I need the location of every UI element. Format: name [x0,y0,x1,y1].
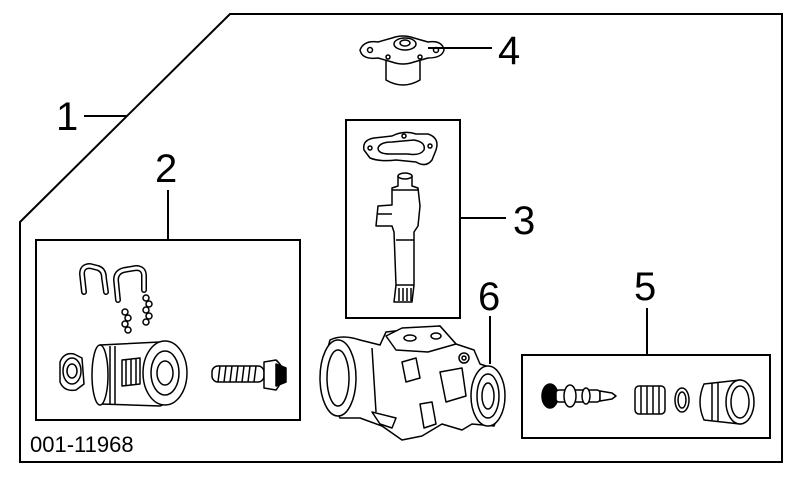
callout-1: 1 [56,95,78,139]
callout-2: 2 [155,147,177,191]
part-2-drawing [59,263,287,407]
diagram-reference-number: 001-11968 [30,432,134,457]
outer-assembly-frame [19,13,783,463]
part-3-drawing [362,131,438,303]
part-6-drawing [319,325,506,441]
part-5-box [521,354,771,439]
callout-6: 6 [478,275,500,319]
callout-5: 5 [634,265,656,309]
callout-4: 4 [498,29,520,73]
part-2-box [35,239,301,421]
part-5-drawing [541,379,755,425]
callout-3: 3 [513,199,535,243]
part-4-drawing [359,35,445,86]
